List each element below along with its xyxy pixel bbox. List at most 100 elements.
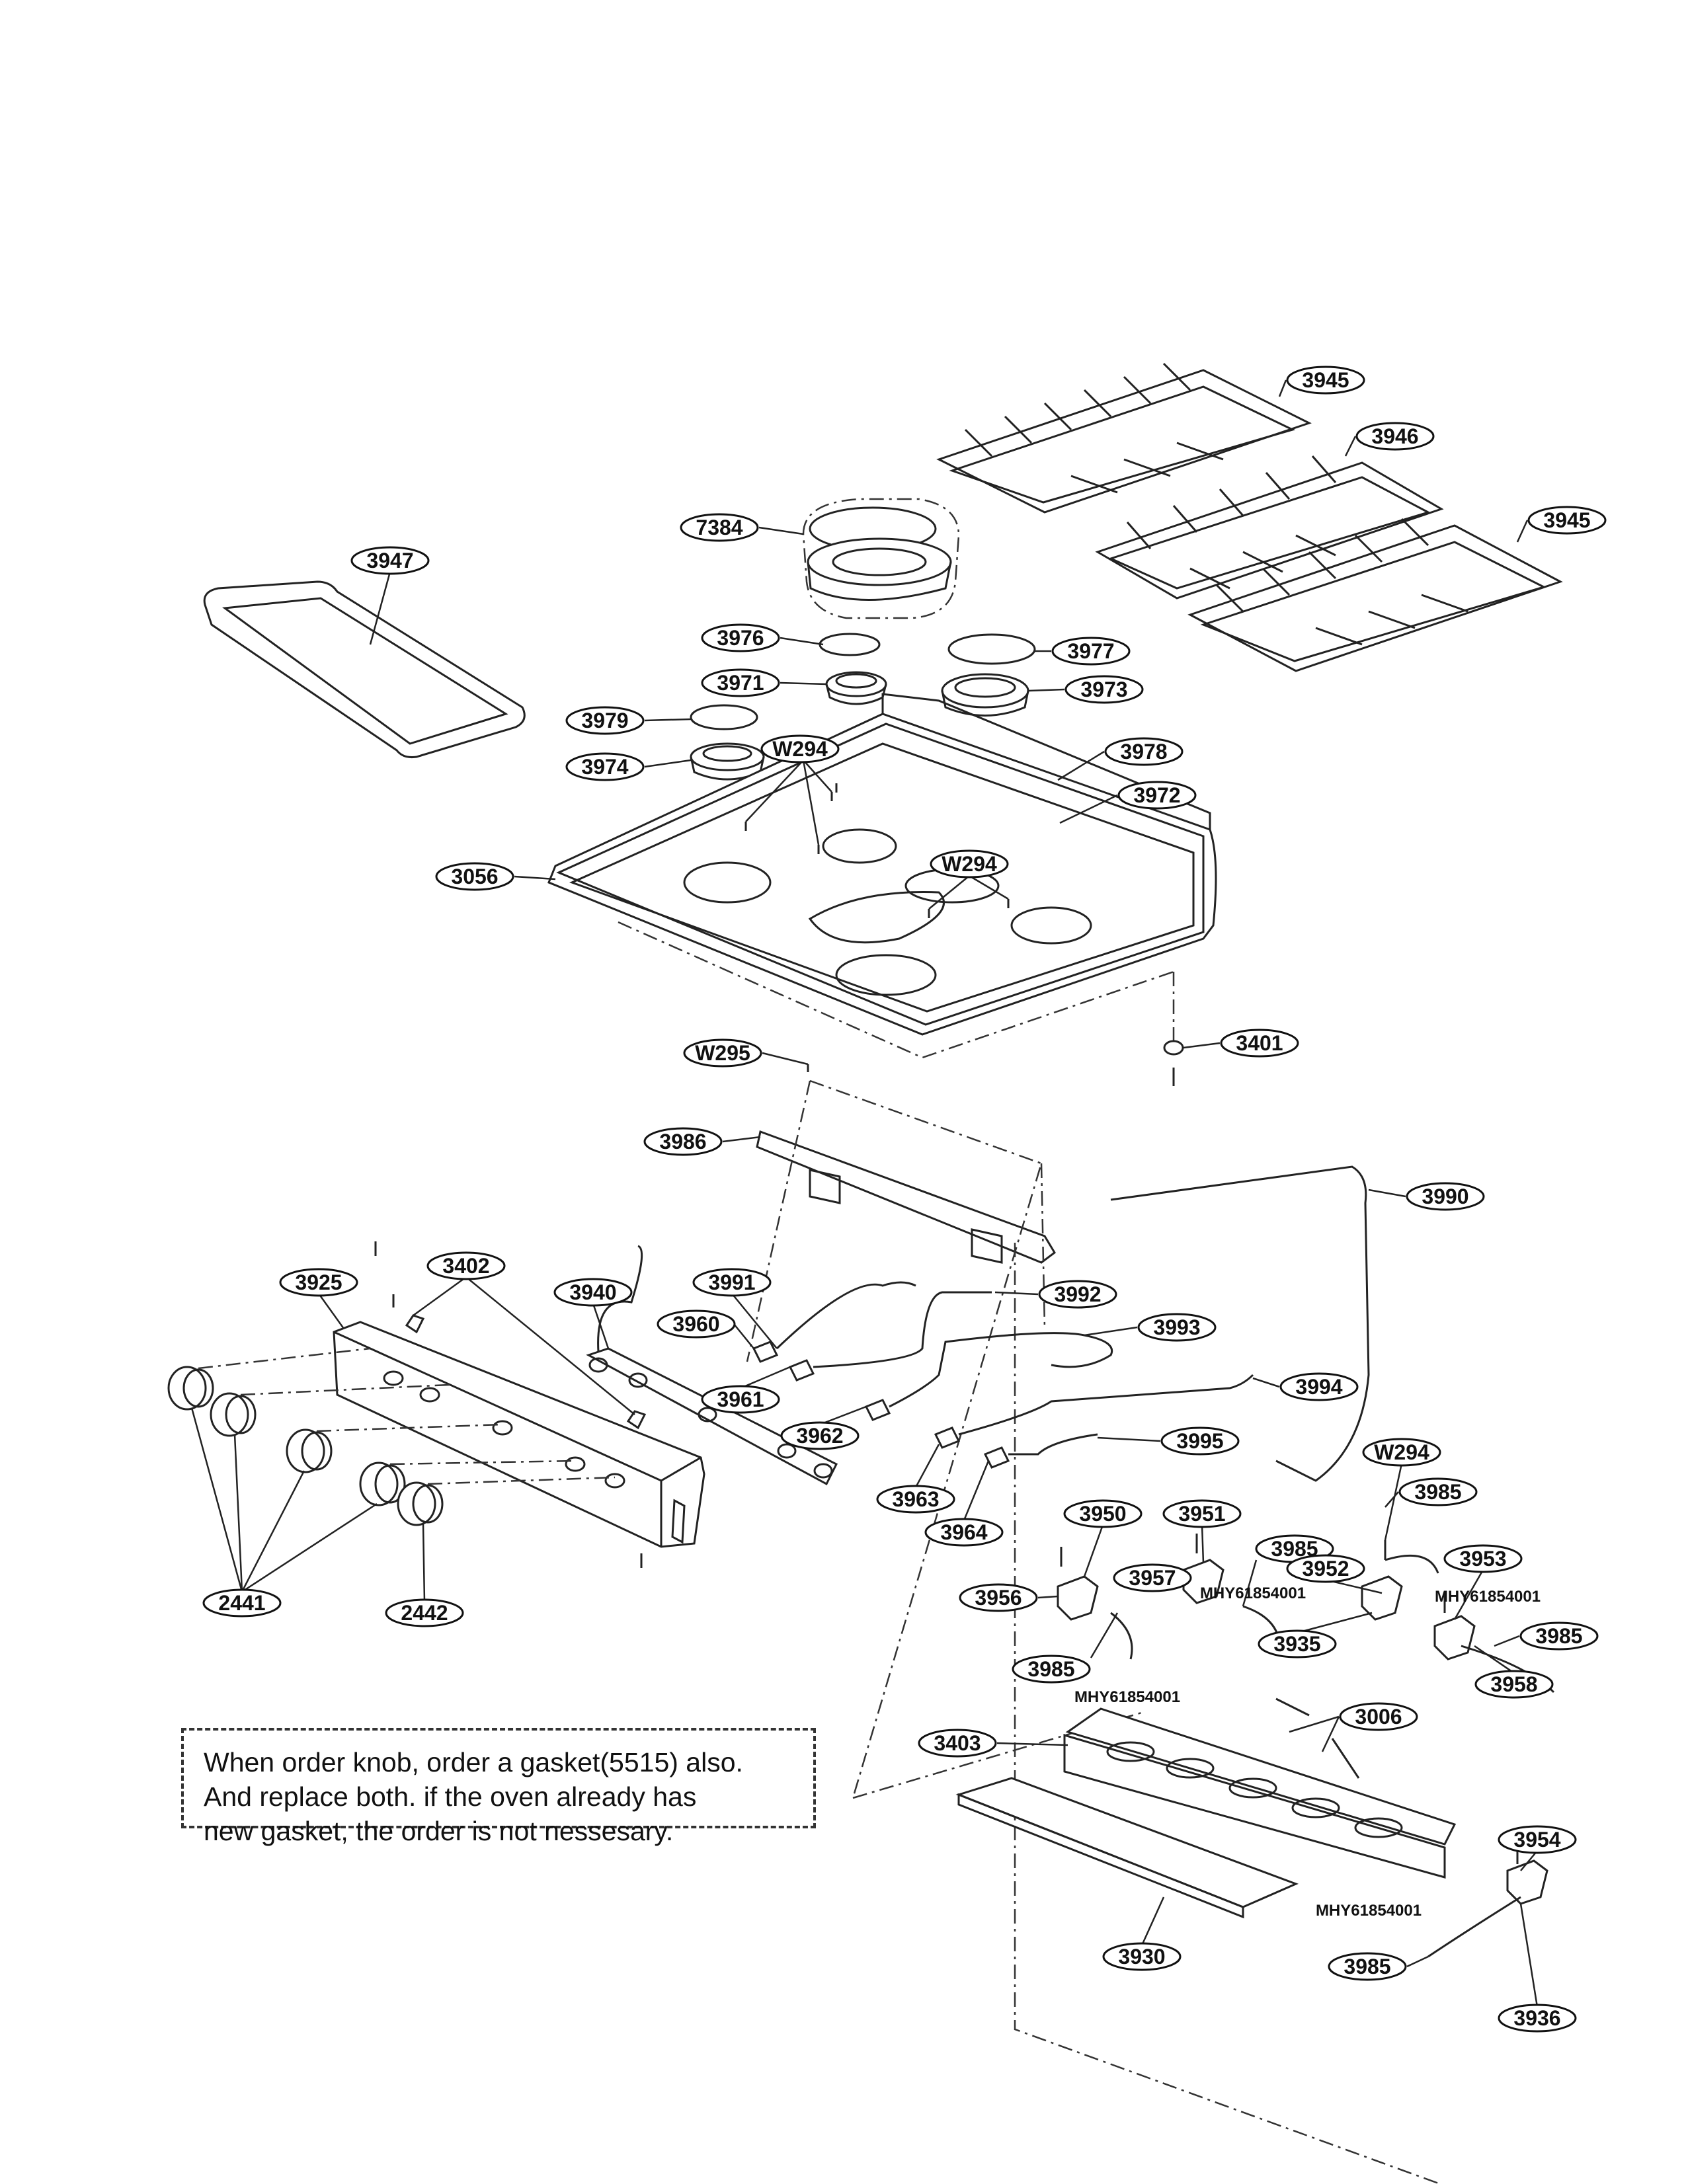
callout-3964: 3964 — [924, 1518, 1004, 1547]
callout-text: 3971 — [717, 671, 764, 695]
callout-text: 3978 — [1120, 740, 1167, 763]
cooktop-main-top — [547, 693, 1217, 1059]
callout-3056: 3056 — [435, 862, 514, 891]
callout-3936: 3936 — [1498, 2004, 1577, 2033]
callout-text: 3960 — [672, 1312, 719, 1336]
callout-text: 3985 — [1344, 1955, 1390, 1978]
callout-3991: 3991 — [692, 1268, 772, 1297]
callout-oval — [1258, 1629, 1337, 1658]
callout-text: 3940 — [569, 1280, 616, 1304]
callout-3930: 3930 — [1102, 1942, 1182, 1971]
callout-text: W294 — [942, 852, 997, 876]
callout-text: 3957 — [1129, 1566, 1176, 1590]
callout-oval — [1527, 506, 1607, 535]
callout-oval — [1498, 2004, 1577, 2033]
callout-3960: 3960 — [657, 1309, 736, 1339]
callout-3952: 3952 — [1286, 1554, 1365, 1583]
callout-oval — [924, 1518, 1004, 1547]
callout-3979: 3979 — [565, 706, 645, 735]
callout-oval — [657, 1309, 736, 1339]
callout-3985: 3985 — [1519, 1621, 1599, 1651]
burner-valves — [752, 1341, 1010, 1469]
callout-text: 3972 — [1133, 783, 1180, 807]
knob-2 — [210, 1392, 257, 1437]
callout-3954: 3954 — [1498, 1825, 1577, 1854]
callout-text: 3056 — [451, 865, 498, 888]
callout-oval — [643, 1127, 723, 1156]
callout-3946: 3946 — [1355, 422, 1435, 451]
callout-oval — [1474, 1670, 1554, 1699]
part-code-label: MHY61854001 — [1435, 1588, 1541, 1606]
callout-oval — [1362, 1438, 1441, 1467]
callout-text: 3954 — [1513, 1828, 1560, 1852]
callout-oval — [385, 1598, 464, 1627]
bumper-foot — [1163, 1040, 1184, 1086]
callout-oval — [1137, 1313, 1217, 1342]
knob-4 — [359, 1462, 406, 1506]
callout-text: 3979 — [581, 709, 628, 732]
callout-oval — [435, 862, 514, 891]
callout-text: 3953 — [1459, 1547, 1506, 1571]
callout-3947: 3947 — [350, 546, 430, 575]
callout-3950: 3950 — [1063, 1499, 1143, 1528]
callout-3945: 3945 — [1286, 366, 1365, 395]
callout-text: 3991 — [708, 1270, 755, 1294]
callout-3402: 3402 — [426, 1251, 506, 1280]
callout-3977: 3977 — [1051, 637, 1131, 666]
spark-module-plate — [1063, 1697, 1457, 1879]
note-line-3: new gasket, the order is not nessesary. — [204, 1816, 674, 1846]
callout-text: W295 — [695, 1041, 750, 1065]
callout-text: 3985 — [1027, 1657, 1074, 1681]
callout-oval — [202, 1588, 282, 1618]
callout-oval — [1406, 1182, 1485, 1211]
callout-text: 3401 — [1236, 1031, 1283, 1055]
callout-3935: 3935 — [1258, 1629, 1337, 1658]
callout-text: 2442 — [401, 1601, 448, 1625]
callout-text: 3930 — [1118, 1945, 1165, 1969]
callout-text: 3985 — [1414, 1480, 1461, 1504]
callout-w294: W294 — [1362, 1438, 1441, 1467]
manifold-bracket — [746, 1079, 1443, 2184]
screws-cooktop — [744, 783, 1010, 1072]
grate-center — [1095, 455, 1444, 600]
callout-oval — [683, 1038, 762, 1068]
callout-text: W294 — [772, 737, 828, 761]
callout-text: 3947 — [366, 549, 413, 572]
callout-oval — [701, 1385, 780, 1414]
callout-oval — [930, 849, 1009, 878]
oval-burner-assembly — [802, 498, 960, 619]
callout-3990: 3990 — [1406, 1182, 1485, 1211]
callout-text: 3952 — [1302, 1557, 1349, 1580]
part-code-label: MHY61854001 — [1200, 1584, 1306, 1602]
callout-oval — [1160, 1426, 1240, 1456]
callout-oval — [1064, 675, 1144, 704]
callout-oval — [565, 706, 645, 735]
callout-oval — [1355, 422, 1435, 451]
callout-oval — [918, 1729, 997, 1758]
callout-w294: W294 — [760, 734, 840, 763]
callout-text: 3945 — [1543, 508, 1590, 532]
callout-3972: 3972 — [1117, 781, 1197, 810]
callout-oval — [760, 734, 840, 763]
callout-3925: 3925 — [279, 1268, 358, 1297]
callout-w294: W294 — [930, 849, 1009, 878]
callout-oval — [876, 1485, 955, 1514]
note-line-2: And replace both. if the oven already ha… — [204, 1781, 697, 1812]
callout-text: 3925 — [295, 1270, 342, 1294]
grate-left-rear — [936, 362, 1312, 514]
callout-oval — [1398, 1477, 1478, 1506]
callout-oval — [1286, 366, 1365, 395]
control-panel — [333, 1241, 705, 1568]
callout-oval — [1339, 1702, 1418, 1731]
callout-text: 3956 — [975, 1586, 1022, 1610]
grate-right — [1187, 518, 1563, 672]
callout-oval — [426, 1251, 506, 1280]
callout-text: 3990 — [1422, 1185, 1468, 1208]
callout-text: 7384 — [696, 516, 743, 539]
callout-oval — [1328, 1952, 1407, 1981]
callout-text: 3992 — [1054, 1282, 1101, 1306]
callout-text: 3950 — [1079, 1502, 1126, 1526]
igniter-holders — [1057, 1534, 1555, 1958]
